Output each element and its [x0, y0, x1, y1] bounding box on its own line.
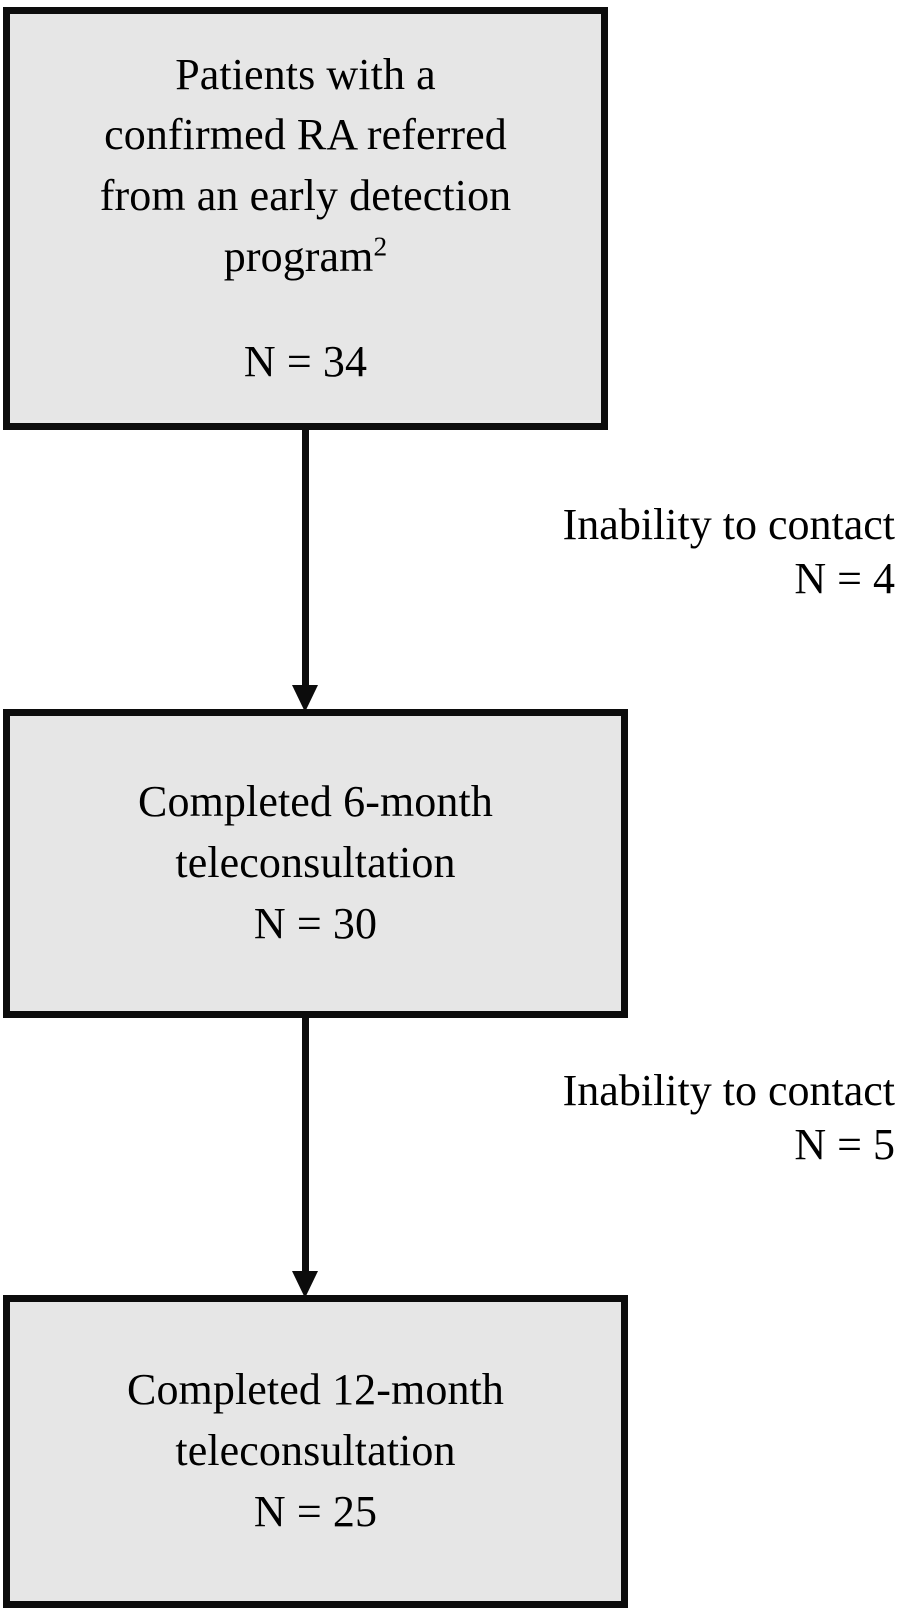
node-enrolled-footnote-marker: 2 — [373, 231, 388, 262]
flow-node-twelve-month: Completed 12-month teleconsultation N = … — [3, 1295, 628, 1608]
node-enrolled-line-4: program2 — [224, 227, 388, 288]
arrow-head-icon — [292, 685, 318, 712]
node-enrolled-line-4-text: program — [223, 231, 374, 281]
arrow-stem-icon — [302, 430, 309, 685]
edge-2-reason: Inability to contact — [562, 1066, 895, 1115]
flow-arrow-enrolled-to-six-month — [290, 430, 320, 712]
flow-arrow-six-month-to-twelve-month — [290, 1018, 320, 1298]
node-six-month-line-1: Completed 6-month — [138, 777, 493, 827]
flow-edge-label-2: Inability to contact N = 5 — [563, 1064, 895, 1171]
edge-1-count: N = 4 — [794, 553, 895, 603]
node-twelve-month-count: N = 25 — [253, 1486, 378, 1536]
node-enrolled-count: N = 34 — [243, 336, 368, 386]
edge-2-count: N = 5 — [794, 1119, 895, 1169]
node-enrolled-line-3: from an early detection — [99, 171, 512, 221]
node-enrolled-line-2: confirmed RA referred — [104, 110, 507, 160]
node-twelve-month-line-1: Completed 12-month — [127, 1365, 504, 1415]
node-six-month-count: N = 30 — [253, 898, 378, 948]
node-enrolled-line-1: Patients with a — [175, 49, 436, 99]
flow-edge-label-1: Inability to contact N = 4 — [563, 498, 895, 605]
node-twelve-month-line-2: teleconsultation — [175, 1426, 456, 1476]
arrow-stem-icon — [302, 1018, 309, 1271]
node-six-month-line-2: teleconsultation — [175, 838, 456, 888]
flow-node-enrolled: Patients with a confirmed RA referred fr… — [3, 7, 608, 430]
arrow-head-icon — [292, 1271, 318, 1298]
edge-1-reason: Inability to contact — [562, 500, 895, 549]
flow-node-six-month: Completed 6-month teleconsultation N = 3… — [3, 709, 628, 1018]
